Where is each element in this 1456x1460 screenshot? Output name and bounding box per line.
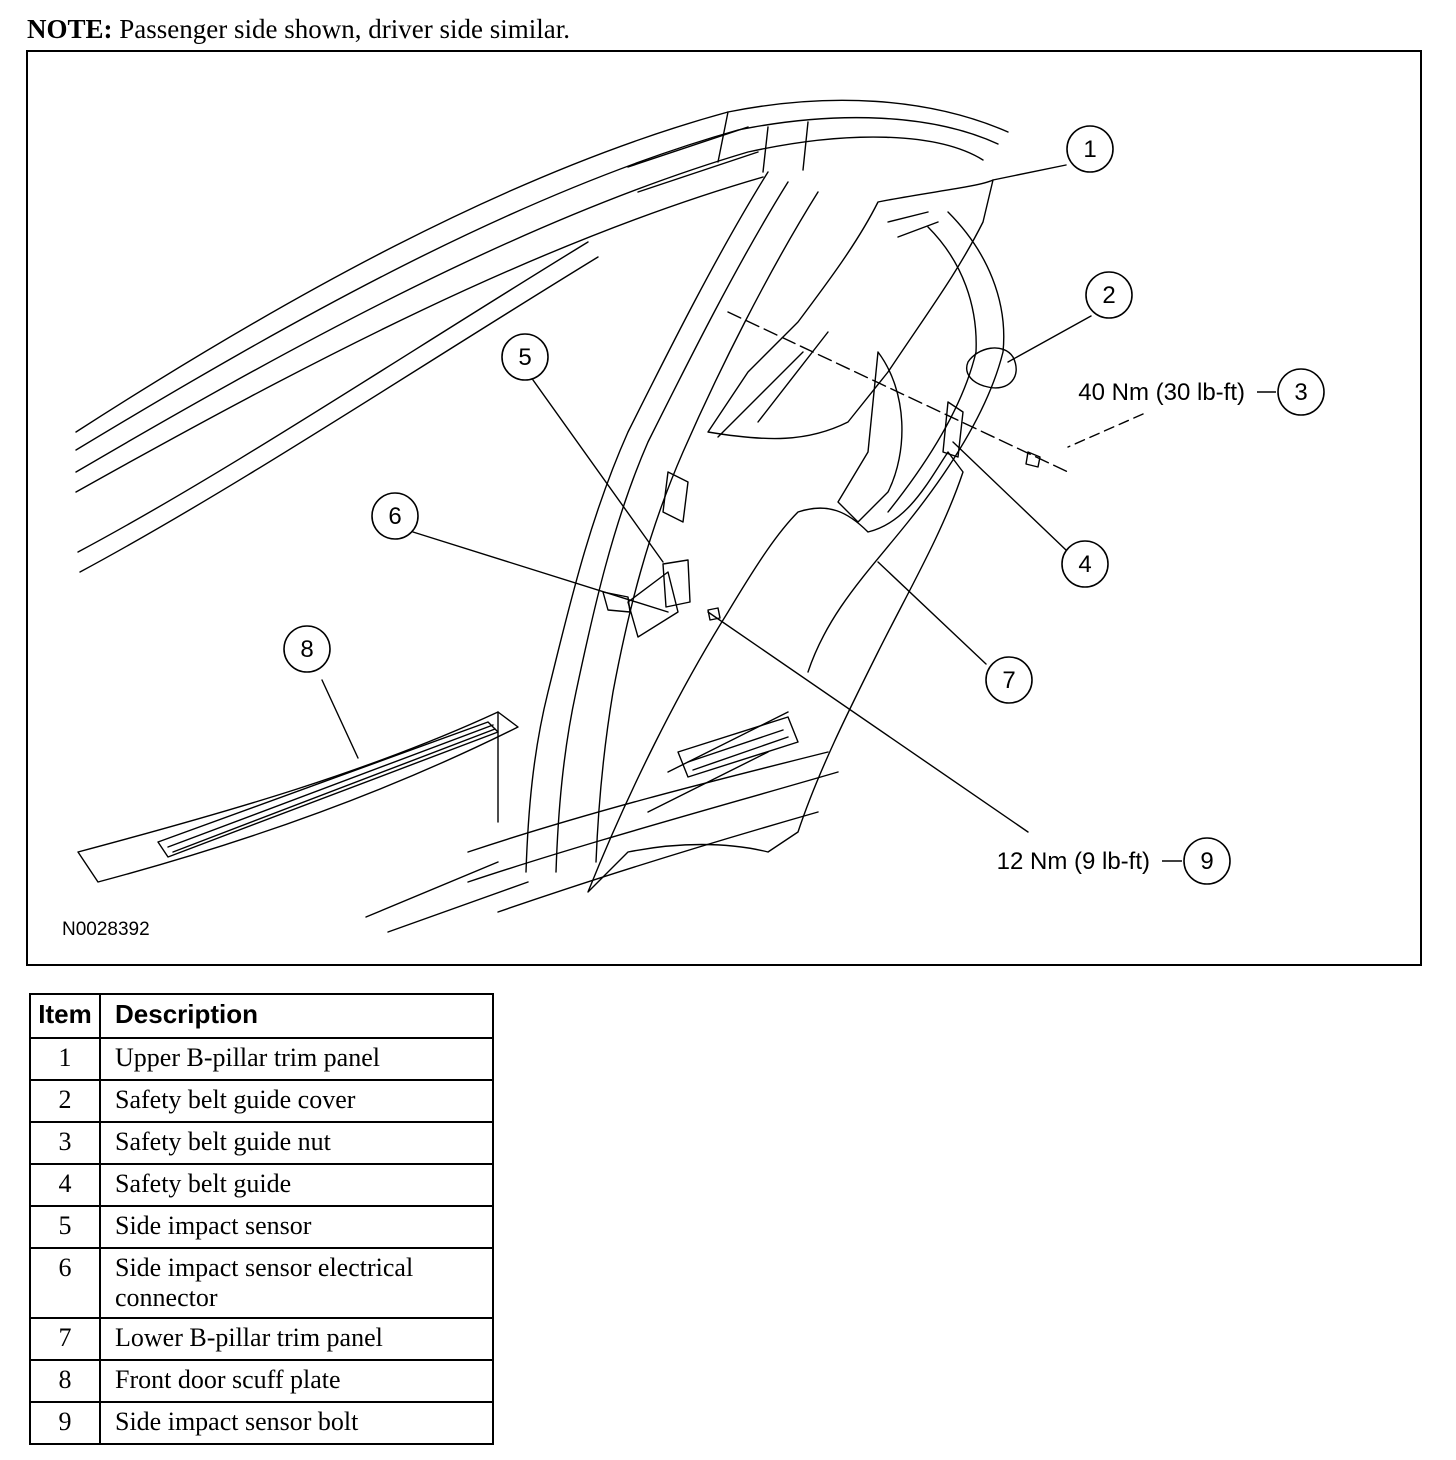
callout-4: 4 [1078,551,1091,578]
roof-rail-drawing [75,99,1009,573]
legend-item-description: Upper B-pillar trim panel [99,1037,494,1081]
table-row: 4 Safety belt guide [29,1163,494,1207]
callout-circle-9 [1183,837,1231,885]
legend-item-description: Safety belt guide nut [99,1121,494,1165]
callout-8: 8 [300,636,313,663]
legend-item-number: 2 [29,1079,101,1123]
leader-7 [877,561,987,665]
table-row: 1 Upper B-pillar trim panel [29,1037,494,1081]
table-row: 9 Side impact sensor bolt [29,1401,494,1445]
leader-5 [532,379,664,563]
table-row: 2 Safety belt guide cover [29,1079,494,1123]
torque-label-9: 12 Nm (9 lb-ft) [997,848,1150,875]
legend-header-row: Item Description [29,993,494,1039]
legend-item-number: 5 [29,1205,101,1249]
lower-b-pillar-panel-drawing [587,451,964,893]
leader-4 [952,441,1067,551]
callout-circle-8 [283,625,331,673]
callout-circle-5 [501,333,549,381]
leader-3-axis [727,311,1069,473]
leader-9 [707,611,1029,833]
note-text: Passenger side shown, driver side simila… [112,14,570,44]
item-legend-table: Item Description 1 Upper B-pillar trim p… [29,993,494,1445]
figure-id: N0028392 [62,919,150,940]
legend-item-number: 8 [29,1359,101,1403]
table-row: 6 Side impact sensor electrical connecto… [29,1247,494,1319]
exploded-view-figure: 1 2 3 4 5 6 7 8 9 40 Nm (30 lb-ft) 12 Nm… [26,50,1422,966]
b-pillar-line-drawing: 1 2 3 4 5 6 7 8 9 40 Nm (30 lb-ft) 12 Nm… [62,99,1325,940]
upper-b-pillar-panel-drawing [707,179,994,440]
callout-circle-6 [371,492,419,540]
legend-item-number: 6 [29,1247,101,1319]
legend-item-description: Lower B-pillar trim panel [99,1317,494,1361]
table-row: 8 Front door scuff plate [29,1359,494,1403]
callout-circle-7 [985,656,1033,704]
table-row: 3 Safety belt guide nut [29,1121,494,1165]
legend-header-item: Item [29,993,101,1039]
note: NOTE: Passenger side shown, driver side … [27,14,570,45]
legend-item-description: Side impact sensor [99,1205,494,1249]
leader-3 [1067,413,1144,448]
callout-circle-3 [1277,368,1325,416]
callout-7: 7 [1002,667,1015,694]
side-impact-sensor-drawing [602,559,721,621]
scuff-plate-drawing [77,711,519,883]
b-pillar-structure-drawing [525,171,1005,873]
leader-2 [1007,315,1092,363]
legend-header-description: Description [99,993,494,1039]
callout-1: 1 [1083,136,1096,163]
legend-item-number: 3 [29,1121,101,1165]
note-label: NOTE: [27,14,113,44]
callout-2: 2 [1102,282,1115,309]
legend-item-number: 4 [29,1163,101,1207]
callout-circle-1 [1066,125,1114,173]
leader-1 [992,164,1067,181]
legend-item-number: 1 [29,1037,101,1081]
callout-circle-4 [1061,540,1109,588]
callout-circle-2 [1085,271,1133,319]
leader-lines [321,164,1144,833]
rocker-sill-drawing [365,716,839,933]
callout-9: 9 [1200,848,1213,875]
legend-item-description: Side impact sensor electrical connector [99,1247,494,1319]
table-row: 5 Side impact sensor [29,1205,494,1249]
callout-5: 5 [518,344,531,371]
leader-6 [412,531,669,613]
torque-label-3: 40 Nm (30 lb-ft) [1078,379,1245,406]
legend-item-description: Side impact sensor bolt [99,1401,494,1445]
legend-item-description: Front door scuff plate [99,1359,494,1403]
legend-item-description: Safety belt guide cover [99,1079,494,1123]
legend-item-number: 9 [29,1401,101,1445]
callout-6: 6 [388,503,401,530]
callout-3: 3 [1294,379,1307,406]
belt-guide-drawing [942,347,1041,468]
leader-8 [321,679,359,759]
legend-item-number: 7 [29,1317,101,1361]
legend-item-description: Safety belt guide [99,1163,494,1207]
table-row: 7 Lower B-pillar trim panel [29,1317,494,1361]
